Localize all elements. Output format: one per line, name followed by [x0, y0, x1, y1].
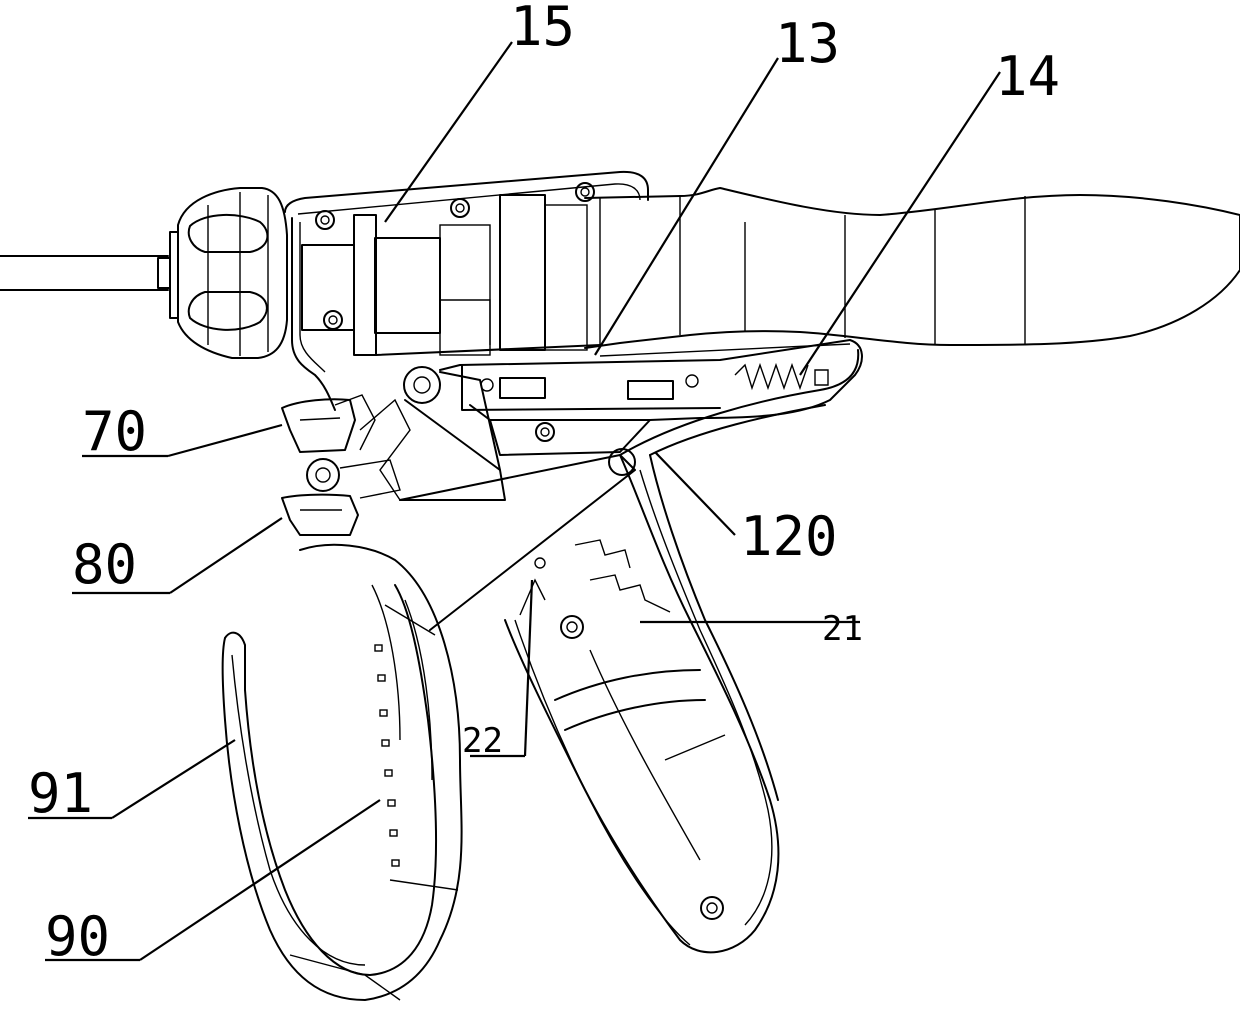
- label-15: 15: [510, 0, 575, 58]
- label-22: 22: [462, 721, 503, 761]
- teeth-marks: [375, 645, 399, 866]
- label-13: 13: [775, 12, 840, 75]
- housing-body: [285, 172, 648, 410]
- shaft: [0, 256, 170, 290]
- guide-frame: [440, 340, 862, 420]
- fixed-grip: [505, 350, 858, 952]
- button-70: [282, 395, 375, 452]
- label-90: 90: [45, 905, 110, 968]
- leader-lines: [28, 42, 1000, 960]
- rotation-knob: [170, 188, 287, 358]
- label-91: 91: [28, 762, 93, 825]
- reference-labels: 15 13 14 70 80 120 21 22 91 90: [28, 0, 1060, 968]
- label-120: 120: [740, 505, 838, 568]
- label-14: 14: [995, 45, 1060, 108]
- trigger-handle: [223, 449, 635, 1000]
- label-21: 21: [822, 609, 863, 649]
- label-80: 80: [72, 533, 137, 596]
- pivot-link: [400, 367, 650, 500]
- label-70: 70: [82, 400, 147, 463]
